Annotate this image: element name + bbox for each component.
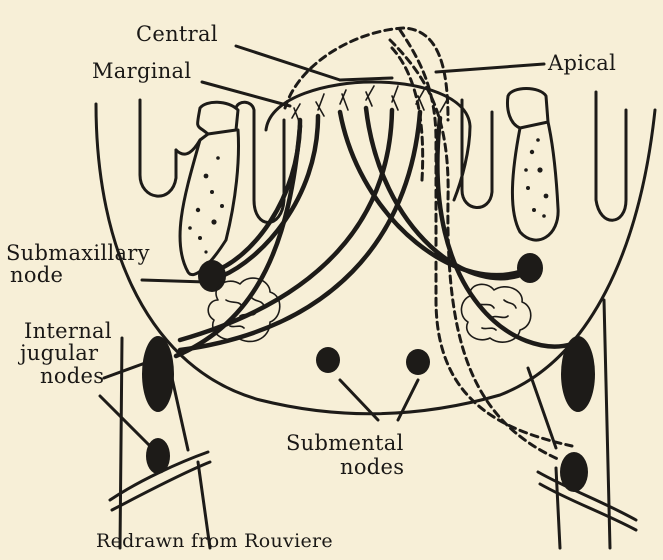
label-marginal: Marginal <box>92 60 191 82</box>
label-credit: Redrawn from Rouviere <box>96 532 333 552</box>
label-apical: Apical <box>548 52 616 74</box>
internal-jugular-node-right-2 <box>560 452 588 492</box>
lymph-vessels <box>176 108 572 356</box>
label-central: Central <box>136 23 218 45</box>
submaxillary-node-right <box>517 253 543 283</box>
label-nodes: nodes <box>40 365 104 387</box>
internal-jugular-node-1 <box>142 336 174 412</box>
lymph-branches <box>292 86 448 124</box>
submaxillary-node-left <box>198 260 226 292</box>
label-submaxillary: Submaxillary <box>6 242 150 264</box>
tooth-speckle <box>188 138 548 253</box>
label-submaxillary-node: node <box>10 264 63 286</box>
label-internal: Internal <box>24 320 112 342</box>
submental-node-right <box>406 349 430 375</box>
label-jugular: jugular <box>20 342 98 364</box>
label-submental-nodes: nodes <box>340 456 404 478</box>
label-submental: Submental <box>286 432 404 454</box>
internal-jugular-node-right <box>561 336 595 412</box>
submental-node-left <box>316 347 340 373</box>
internal-jugular-node-2 <box>146 438 170 474</box>
